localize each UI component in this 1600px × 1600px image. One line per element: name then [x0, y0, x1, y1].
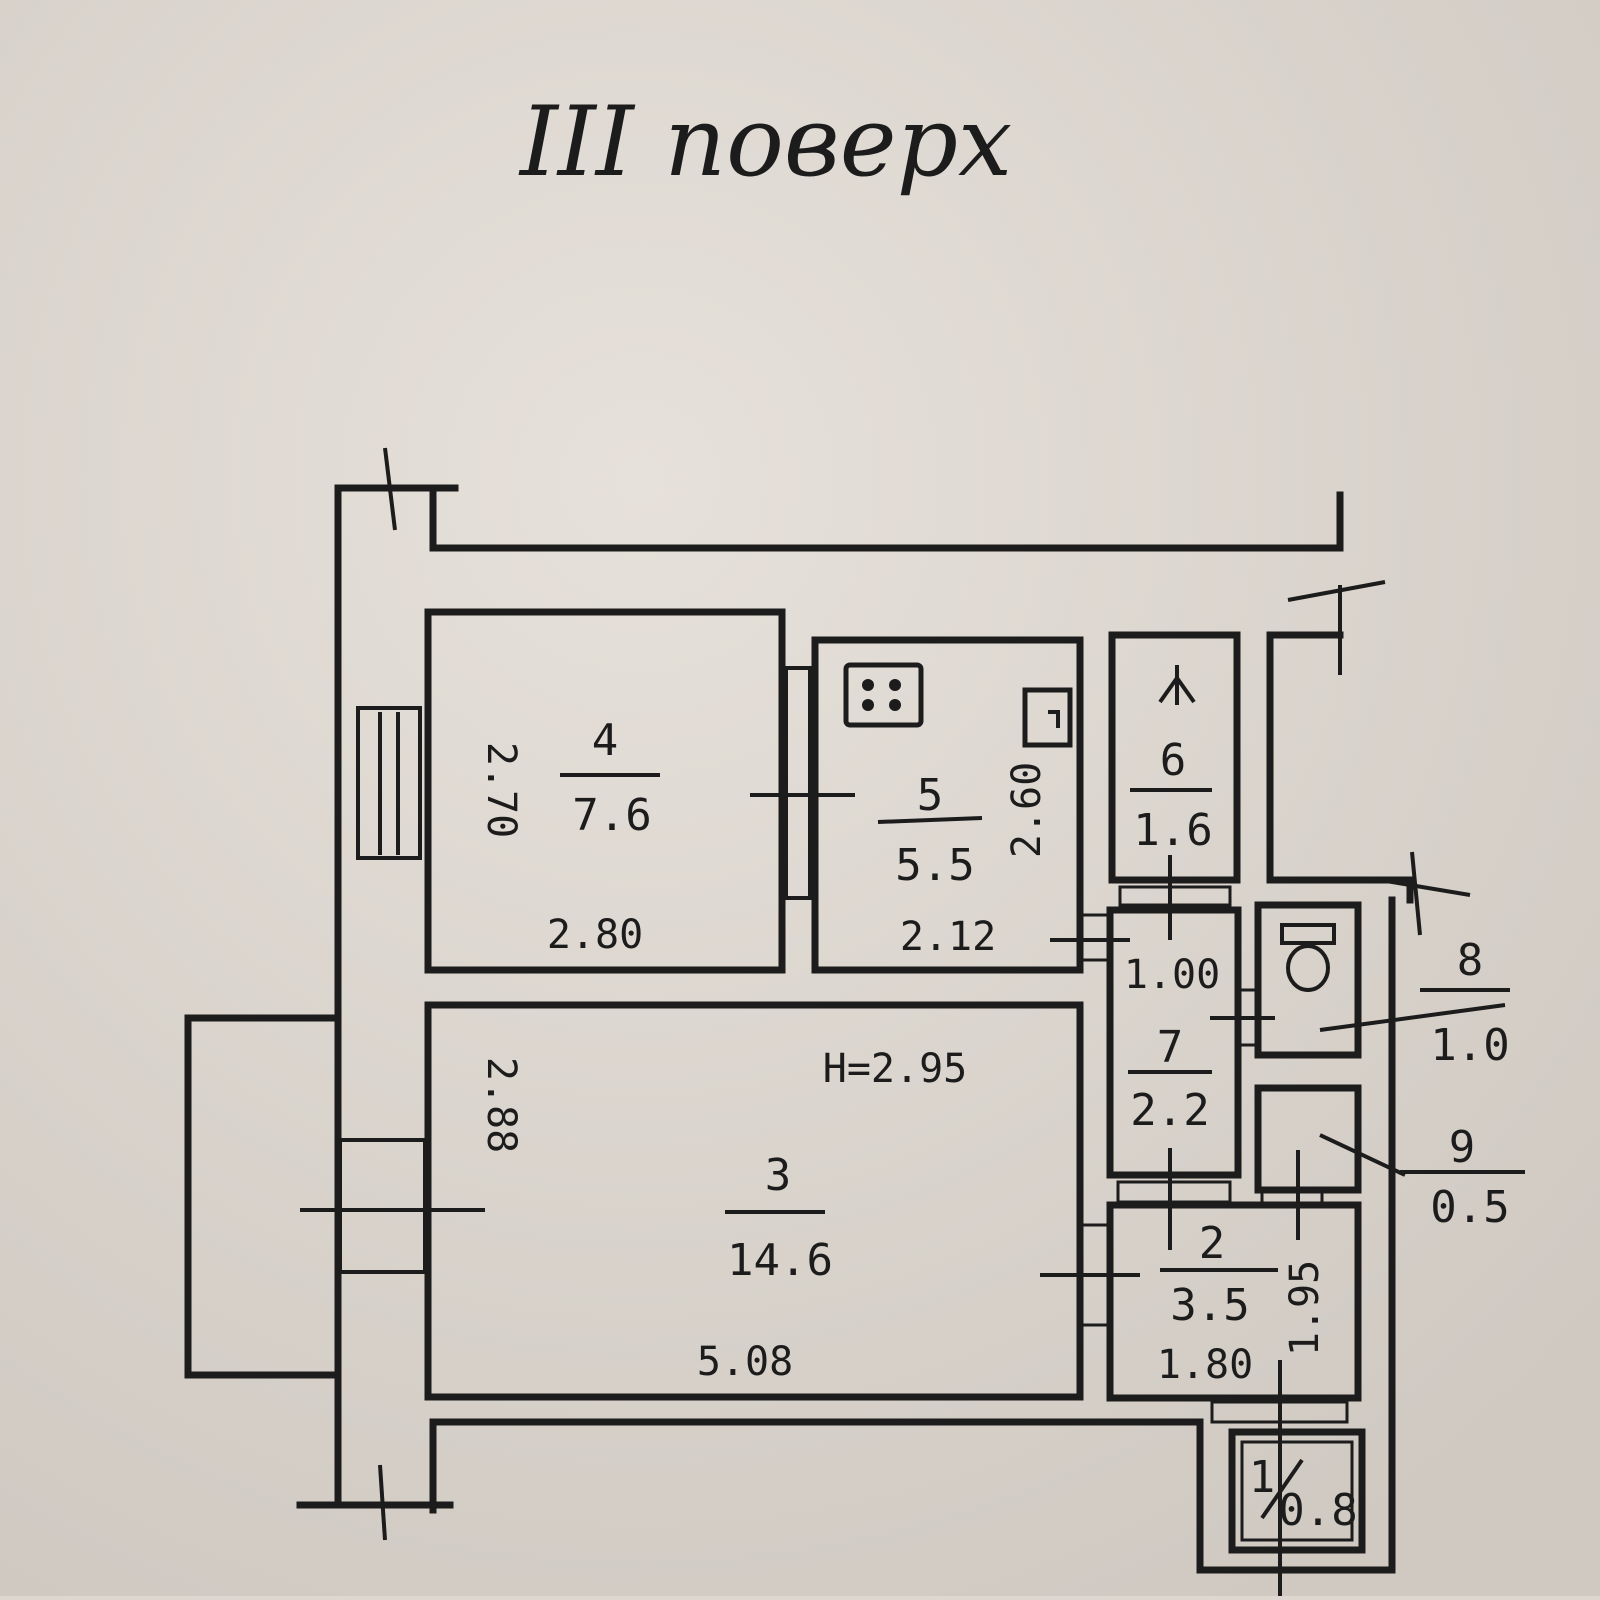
room-2-width: 1.80	[1157, 1342, 1253, 1388]
toilet-icon	[1280, 923, 1336, 992]
vent-icon	[1158, 665, 1196, 705]
room-3-area: 14.6	[727, 1235, 833, 1286]
room-4-number: 4	[592, 715, 619, 766]
sink-icon	[1022, 687, 1073, 748]
door-6-7	[1118, 855, 1232, 940]
room-4-area: 7.6	[572, 790, 651, 841]
room-5-number: 5	[917, 770, 944, 821]
door-5-7	[1050, 913, 1130, 962]
room-5-length: 2.60	[1004, 762, 1050, 858]
room-9: 9 0.5	[1254, 1084, 1525, 1233]
floor-title: ІІІ поверх	[518, 86, 1012, 198]
room-9-number: 9	[1449, 1122, 1476, 1173]
room-5-width: 2.12	[900, 914, 996, 960]
room-5: 5 5.5 2.12 2.60	[811, 636, 1084, 974]
room-2-length: 1.95	[1282, 1260, 1328, 1356]
room-6-number: 6	[1160, 735, 1187, 786]
room-2-area: 3.5	[1170, 1280, 1249, 1331]
stove-icon	[843, 662, 924, 728]
room-4-width: 2.80	[547, 912, 643, 958]
room-8-area: 1.0	[1430, 1020, 1509, 1071]
outer-walls	[296, 447, 1471, 1574]
room-4-length: 2.70	[478, 742, 524, 838]
room-9-area: 0.5	[1430, 1182, 1509, 1233]
ceiling-height: H=2.95	[823, 1046, 968, 1092]
room-1: 1 0.8	[1210, 1360, 1366, 1596]
room-3-length: 2.88	[478, 1057, 524, 1153]
room-1-area: 0.8	[1278, 1485, 1357, 1536]
room-6: 6 1.6	[1108, 631, 1241, 884]
room-7-number: 7	[1157, 1022, 1184, 1073]
room-8: 8 1.0	[1210, 901, 1510, 1071]
room-3-number: 3	[765, 1150, 792, 1201]
left-window	[356, 706, 422, 860]
room-2: 2 3.5 1.80 1.95	[1106, 1148, 1362, 1402]
room-8-number: 8	[1457, 935, 1484, 986]
door-4-5	[750, 666, 855, 900]
room-3-width: 5.08	[697, 1339, 793, 1385]
room-2-number: 2	[1199, 1218, 1226, 1269]
room-1-number: 1	[1249, 1452, 1276, 1503]
room-7-width: 1.00	[1124, 952, 1220, 998]
room-4: 4 7.6 2.80 2.70	[424, 608, 786, 974]
room-5-area: 5.5	[895, 840, 974, 891]
room-7-area: 2.2	[1130, 1085, 1209, 1136]
room-7: 1.00 7 2.2	[1106, 906, 1242, 1179]
room-3: H=2.95 3 14.6 5.08 2.88	[424, 1001, 1084, 1401]
room-6-area: 1.6	[1133, 805, 1212, 856]
